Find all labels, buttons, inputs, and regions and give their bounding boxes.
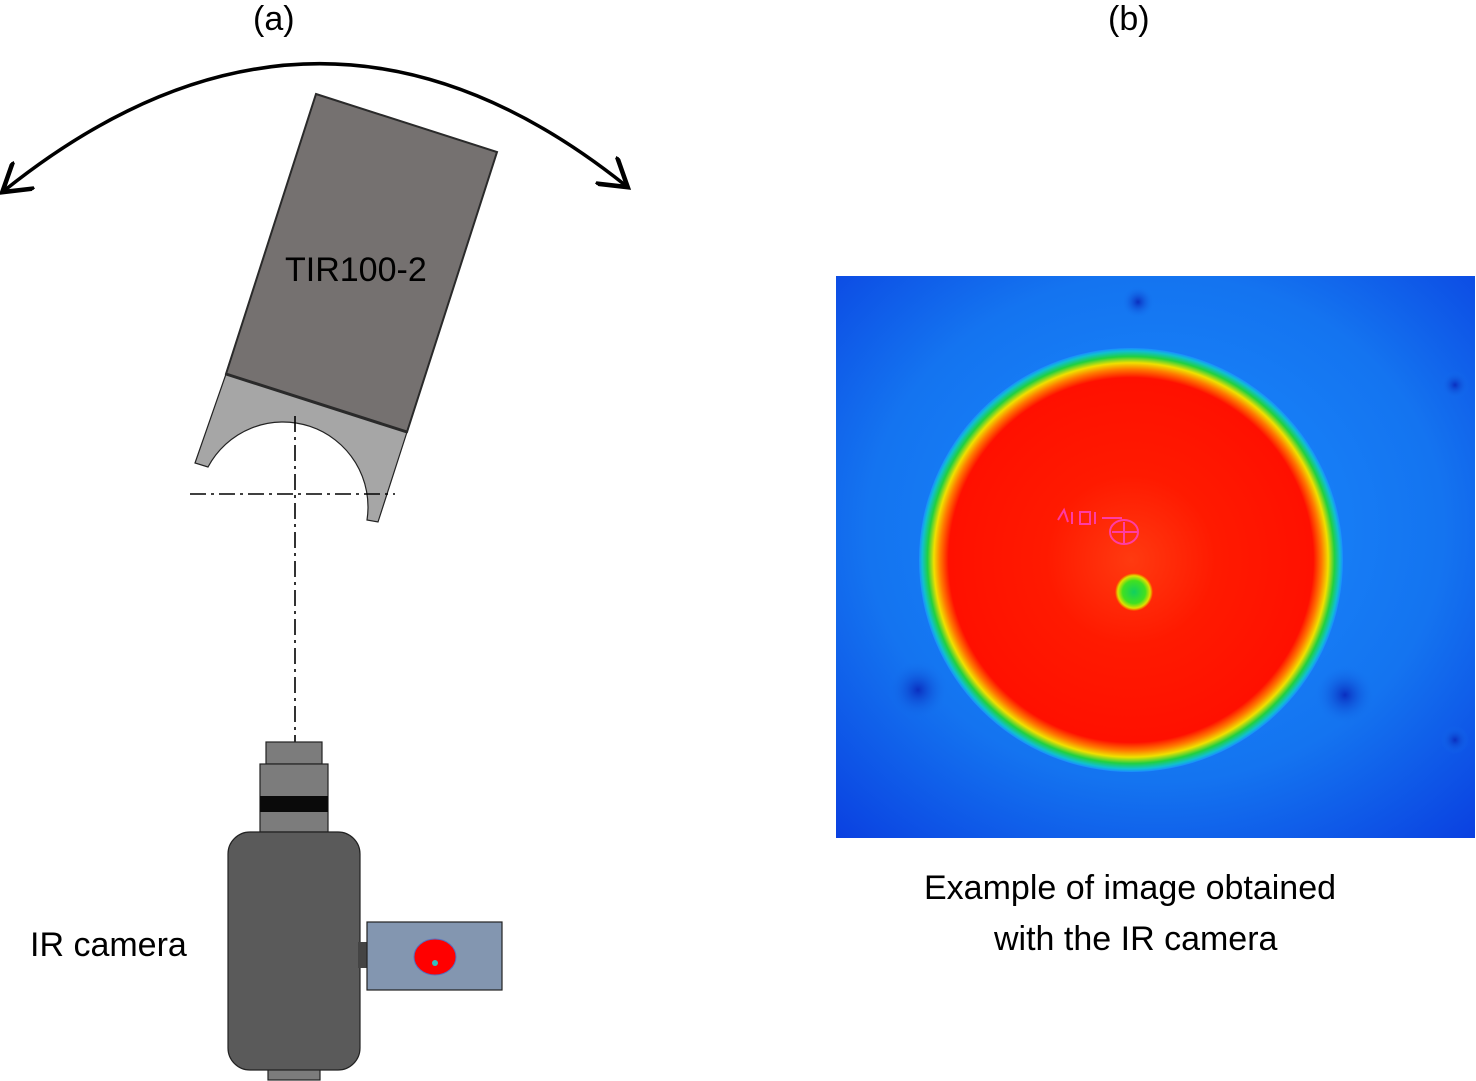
panel-b-label: (b) [1108, 0, 1150, 38]
caption-line-1: Example of image obtained [924, 869, 1337, 907]
caption-line-2: with the IR camera [994, 920, 1278, 958]
thermal-image [836, 276, 1475, 838]
rotation-arrow [5, 62, 625, 190]
panel-a-label: (a) [253, 0, 295, 38]
instrument-label: TIR100-2 [285, 251, 427, 289]
camera-label: IR camera [30, 926, 187, 964]
ir-camera [227, 741, 503, 1081]
sample-holder [194, 373, 408, 523]
